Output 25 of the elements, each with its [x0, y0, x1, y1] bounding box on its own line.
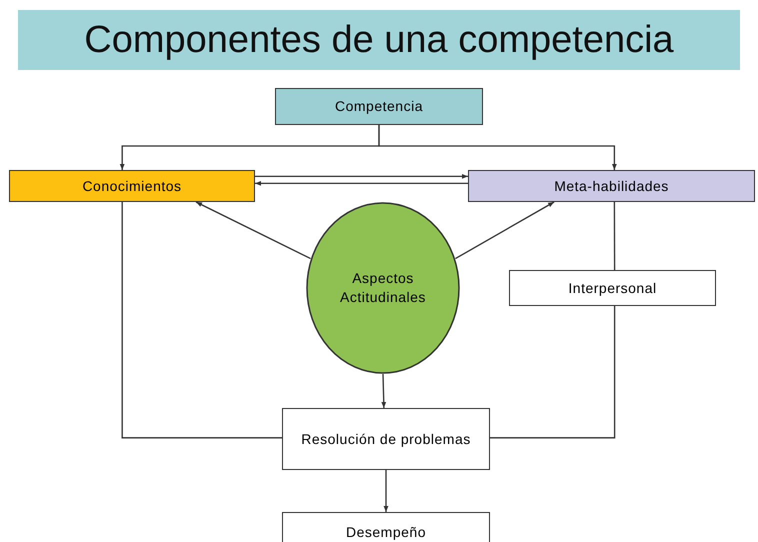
process-box	[282, 512, 490, 542]
connector-line	[122, 202, 282, 438]
arrow	[378, 125, 617, 170]
process-box	[468, 170, 755, 202]
arrow	[381, 374, 386, 408]
title: Componentes de una competencia	[84, 18, 674, 62]
node-label: Resolución de problemas	[300, 430, 472, 448]
connector-line	[490, 306, 616, 438]
process-box	[509, 270, 716, 306]
node-label: Interpersonal	[567, 278, 658, 298]
arrow	[384, 470, 388, 512]
process-box	[282, 408, 490, 470]
ellipse-node	[306, 202, 460, 374]
node-label: Competencia	[334, 97, 424, 116]
node-label: Conocimientos	[81, 176, 183, 196]
node-label: Aspectos Actitudinales	[339, 269, 427, 307]
process-box	[275, 88, 483, 125]
node-label: Desempeño	[345, 522, 427, 542]
process-box	[9, 170, 255, 202]
arrow	[255, 174, 468, 179]
arrow	[455, 201, 554, 260]
connector-line	[614, 202, 616, 270]
arrow	[255, 181, 468, 186]
arrow	[196, 201, 311, 260]
node-label: Meta-habilidades	[553, 176, 670, 196]
